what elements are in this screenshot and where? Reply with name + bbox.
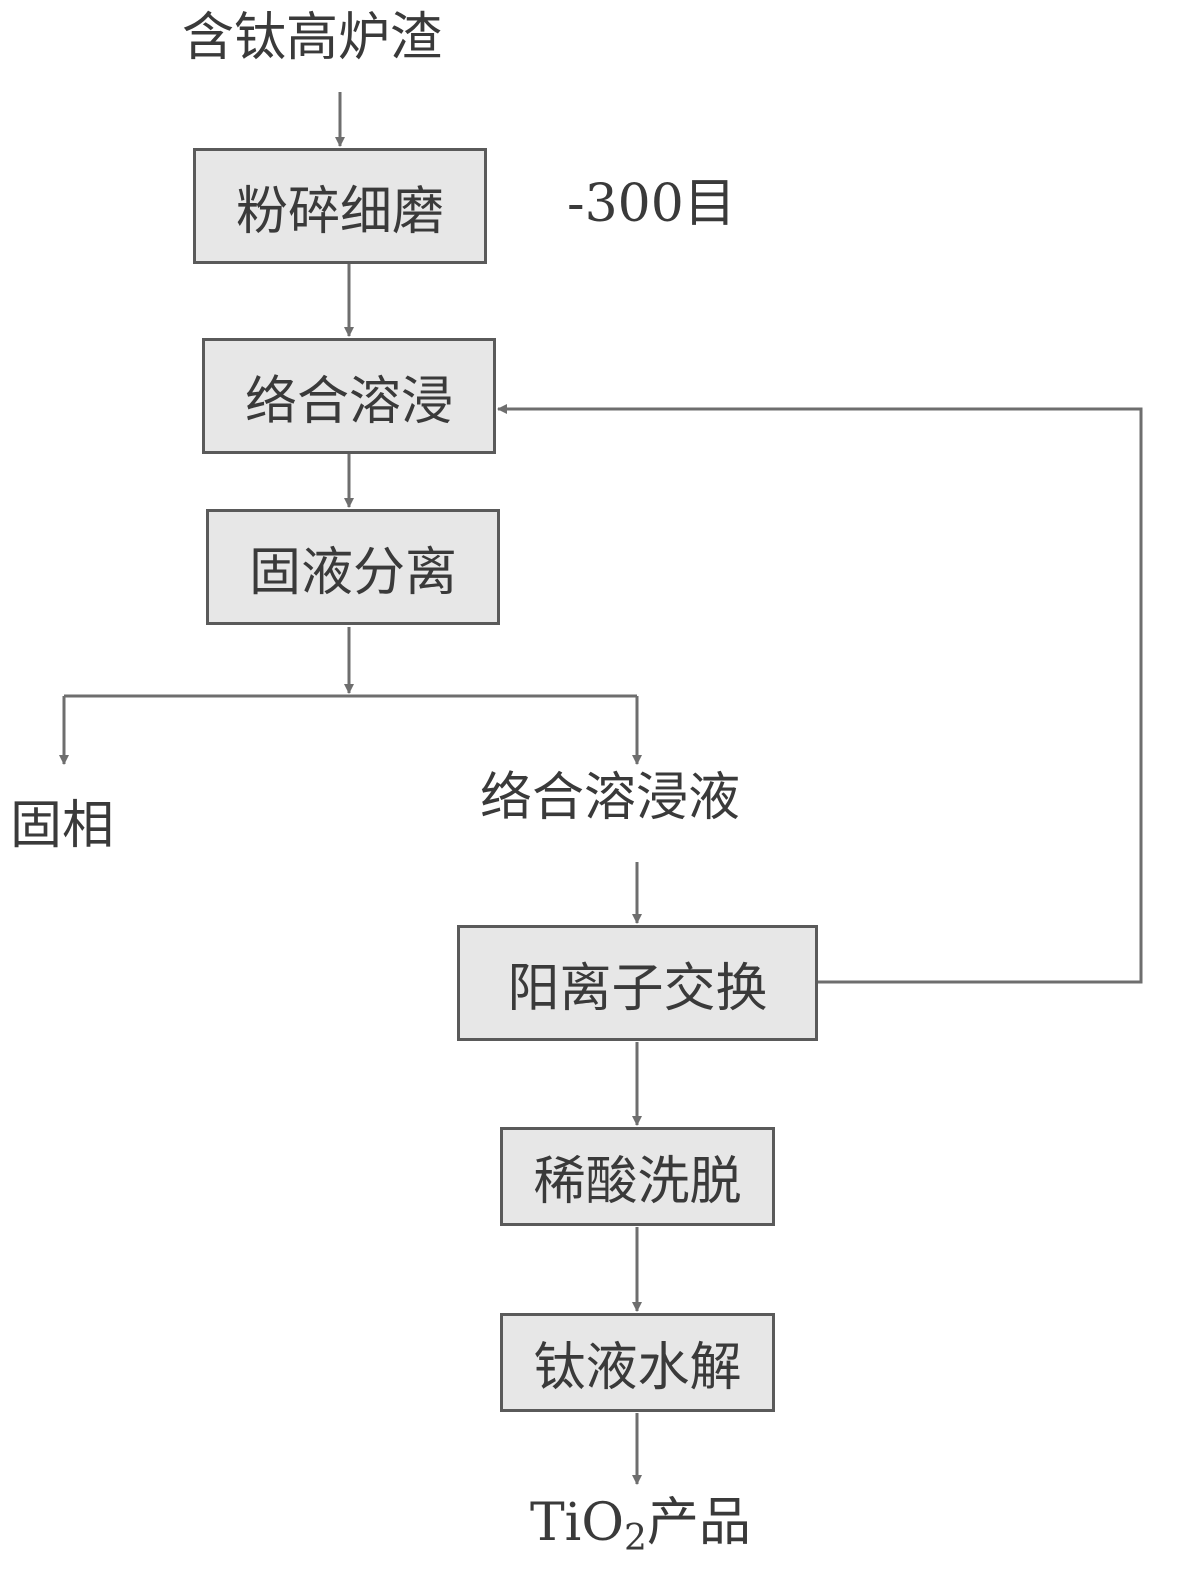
solid-liquid-separation-label: 固液分离 xyxy=(248,542,457,603)
solid-phase-label: 固相 xyxy=(10,796,115,856)
complex-leaching-step: 络合溶浸 xyxy=(202,338,496,454)
product-formula-main: TiO xyxy=(530,1493,624,1553)
crush-grind-step: 粉碎细磨 xyxy=(193,148,487,264)
start-material-label: 含钛高炉渣 xyxy=(182,8,443,68)
product-suffix: 产品 xyxy=(646,1493,751,1553)
cation-exchange-step: 阳离子交换 xyxy=(457,925,818,1041)
recycle-loop-line xyxy=(497,404,1143,984)
leach-liquor-label: 络合溶浸液 xyxy=(480,768,741,828)
tio2-product-label: TiO2产品 xyxy=(530,1497,751,1557)
dilute-acid-elution-label: 稀酸洗脱 xyxy=(533,1152,742,1212)
cation-exchange-label: 阳离子交换 xyxy=(507,958,768,1019)
mesh-size-note: -300目 xyxy=(567,174,736,234)
product-formula-subscript: 2 xyxy=(623,1518,647,1559)
titanium-hydrolysis-label: 钛液水解 xyxy=(533,1338,742,1398)
solid-liquid-separation-step: 固液分离 xyxy=(206,509,500,625)
titanium-hydrolysis-step: 钛液水解 xyxy=(500,1313,775,1412)
complex-leaching-label: 络合溶浸 xyxy=(244,371,453,432)
dilute-acid-elution-step: 稀酸洗脱 xyxy=(500,1127,775,1226)
crush-grind-label: 粉碎细磨 xyxy=(235,181,444,242)
